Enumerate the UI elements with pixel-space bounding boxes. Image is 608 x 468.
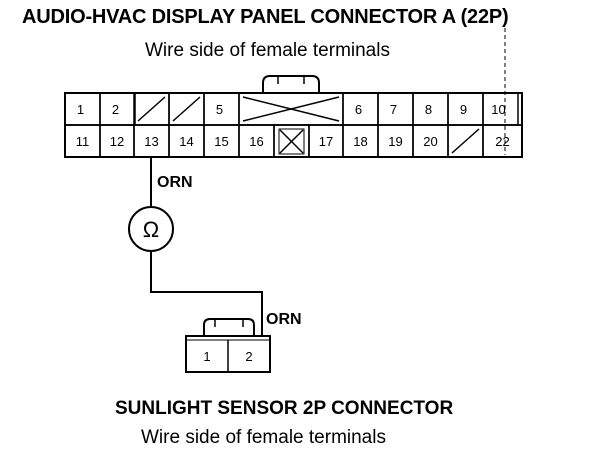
pin-cell-bottom-8: 17 xyxy=(308,124,344,158)
wire-top: ORN xyxy=(150,157,193,207)
pin-label-top-2: 2 xyxy=(112,102,119,117)
pin-cell-top-5: 5 xyxy=(203,92,240,126)
pin-cell-bottom-9: 18 xyxy=(342,124,379,158)
connector-a-latch xyxy=(262,75,320,93)
pin-cell-bottom-4: 14 xyxy=(168,124,205,158)
ohmmeter-symbol: Ω xyxy=(143,217,159,242)
pin-label-top-10: 10 xyxy=(491,102,505,117)
pin-label-bottom-2: 12 xyxy=(110,134,124,149)
pin-cell-top-6: 6 xyxy=(342,92,379,126)
pin-cell-top-8: 8 xyxy=(412,92,449,126)
connector-a-top-row: 1 2 5 6 7 8 9 10 xyxy=(64,92,519,126)
pin-label-bottom-9: 18 xyxy=(353,134,367,149)
pin-cell-bottom-13: 22 xyxy=(482,124,523,158)
pin-cell-bottom-7 xyxy=(273,124,310,158)
pin-label-bottom-8: 17 xyxy=(319,134,333,149)
pin-label-bottom-11: 20 xyxy=(423,134,437,149)
pin-cell-bottom-5: 15 xyxy=(203,124,240,158)
pin-label-top-6: 6 xyxy=(355,102,362,117)
pin-label-bottom-10: 19 xyxy=(388,134,402,149)
pin-label-bottom-4: 14 xyxy=(179,134,193,149)
sensor-title: SUNLIGHT SENSOR 2P CONNECTOR xyxy=(115,398,454,419)
pin-label-top-8: 8 xyxy=(425,102,432,117)
pin-cell-bottom-12 xyxy=(447,124,484,158)
pin-label-top-5: 5 xyxy=(216,102,223,117)
pin-label-bottom-13: 22 xyxy=(495,134,509,149)
pin-cell-top-4 xyxy=(168,92,205,126)
pin-cell-bottom-11: 20 xyxy=(412,124,449,158)
pin-label-top-1: 1 xyxy=(77,102,84,117)
pin-label-top-9: 9 xyxy=(460,102,467,117)
pin-cell-top-2: 2 xyxy=(99,92,136,126)
pin-cell-bottom-3: 13 xyxy=(133,124,170,158)
pin-cell-top-3 xyxy=(133,92,170,126)
wire-bottom-color-label: ORN xyxy=(266,311,302,328)
pin-cell-top-7: 7 xyxy=(377,92,414,126)
wire-bottom: ORN xyxy=(150,251,302,336)
pin-cell-top-1: 1 xyxy=(64,92,101,126)
pin-label-bottom-6: 16 xyxy=(249,134,263,149)
ohmmeter-icon: Ω xyxy=(128,206,174,252)
sensor-connector: 1 2 xyxy=(185,318,271,373)
sensor-pin-1: 1 xyxy=(203,349,210,364)
sensor-pin-2: 2 xyxy=(245,349,252,364)
pin-cell-bottom-10: 19 xyxy=(377,124,414,158)
pin-label-bottom-3: 13 xyxy=(144,134,158,149)
pin-cell-top-10: 10 xyxy=(482,92,519,126)
wire-top-color-label: ORN xyxy=(157,174,193,191)
sensor-subtitle: Wire side of female terminals xyxy=(141,427,386,448)
pin-cell-bottom-1: 11 xyxy=(64,124,101,158)
connector-a-bottom-row: 11 12 13 14 15 16 17 18 19 20 22 xyxy=(64,124,523,158)
pin-cell-top-9: 9 xyxy=(447,92,484,126)
pin-label-bottom-5: 15 xyxy=(214,134,228,149)
connector-a-title: AUDIO-HVAC DISPLAY PANEL CONNECTOR A (22… xyxy=(22,6,509,28)
pin-cell-bottom-2: 12 xyxy=(99,124,135,158)
connector-a-subtitle: Wire side of female terminals xyxy=(145,40,390,61)
sensor-connector-latch xyxy=(203,318,255,336)
unused-cavity-top xyxy=(238,92,344,126)
pin-cell-bottom-6: 16 xyxy=(238,124,275,158)
pin-label-top-7: 7 xyxy=(390,102,397,117)
pin-label-bottom-1: 11 xyxy=(76,134,90,149)
